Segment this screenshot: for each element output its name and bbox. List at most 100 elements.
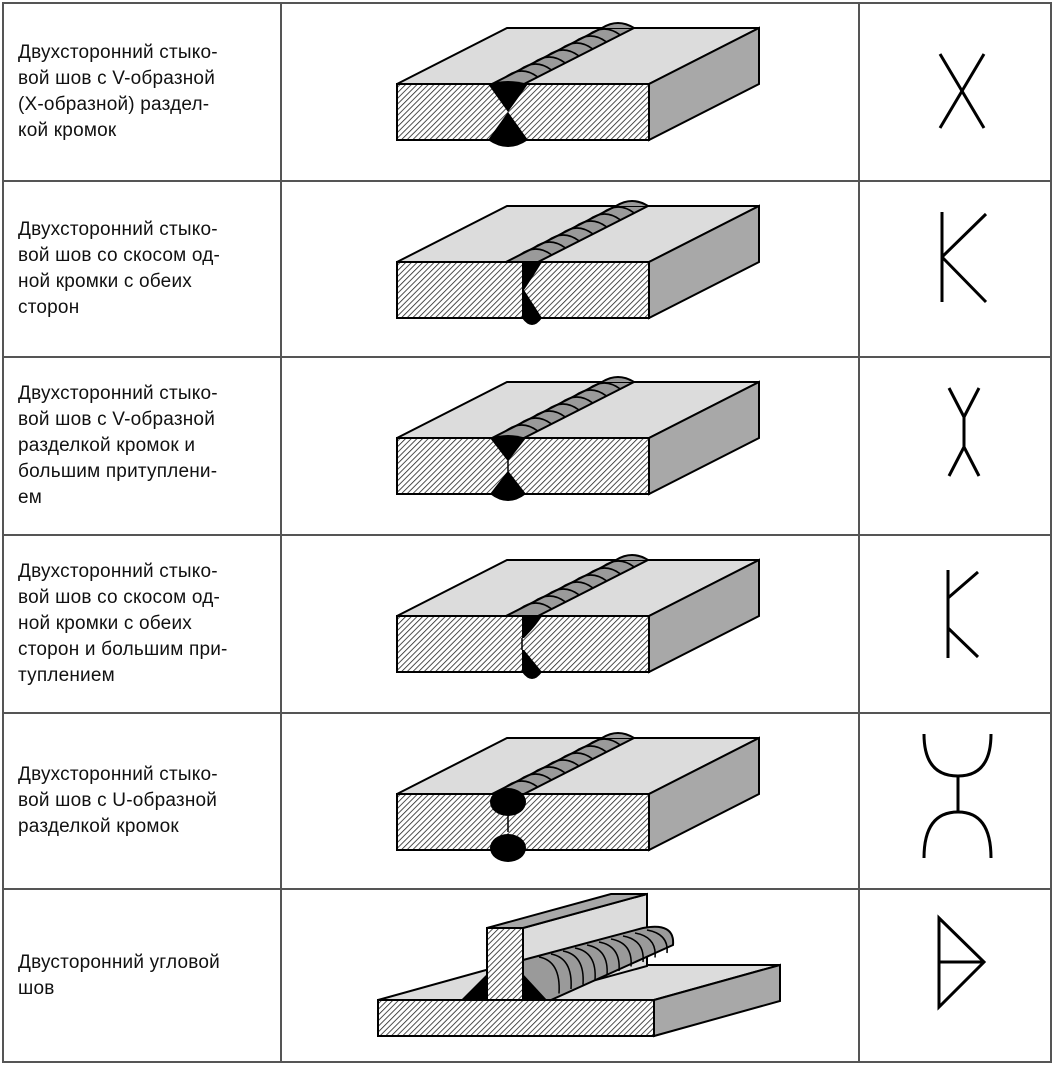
weld-ripple (622, 935, 644, 963)
weld-ripple (562, 950, 584, 985)
weld-description: Двухсторонний стыко- вой шов с V-образно… (18, 42, 218, 141)
weld-section-top (490, 788, 526, 816)
weld-section-bottom (488, 112, 528, 147)
table-row: Двусторонний угловой шов (4, 888, 1050, 1061)
description-cell: Двухсторонний стыко- вой шов с V-образно… (4, 358, 282, 534)
weld-ripple (546, 403, 580, 411)
weld-section-bottom (490, 834, 526, 862)
table-row: Двухсторонний стыко- вой шов со скосом о… (4, 180, 1050, 356)
weld-figure-x-groove (396, 22, 760, 147)
figure-cell (282, 890, 860, 1061)
k-groove-symbol-icon (940, 212, 988, 304)
weld-ripple (505, 780, 539, 788)
weld-description: Двухсторонний стыко- вой шов с U-образно… (18, 764, 218, 837)
weld-ripple (532, 410, 566, 418)
table-row: Двухсторонний стыко- вой шов со скосом о… (4, 534, 1050, 712)
symbol-cell (860, 358, 1050, 534)
weld-ripple (574, 35, 607, 43)
plate-cross-section (396, 437, 650, 495)
weld-ripple (574, 574, 608, 582)
table-row: Двухсторонний стыко- вой шов с V-образно… (4, 4, 1050, 180)
fillet-section-right (523, 974, 547, 1000)
weld-ripple (533, 241, 566, 249)
weld-description: Двухсторонний стыко- вой шов со скосом о… (18, 561, 228, 686)
description-cell: Двухсторонний стыко- вой шов с U-образно… (4, 714, 282, 888)
weld-ripple (519, 773, 552, 781)
double-y-groove-symbol-icon (947, 387, 981, 477)
weld-bead-end (601, 732, 635, 739)
weld-figure-u-groove (396, 732, 760, 862)
symbol-cell (860, 536, 1050, 712)
weld-description: Двухсторонний стыко- вой шов со скосом о… (18, 219, 221, 318)
description-cell: Двухсторонний стыко- вой шов с V-образно… (4, 4, 282, 180)
weld-ripple (519, 602, 553, 610)
symbol-cell (860, 890, 1050, 1061)
weld-section-top (522, 262, 542, 290)
weld-ripple (601, 560, 635, 568)
weld-figure-v-groove-broad-root (396, 376, 760, 501)
weld-bead-end (601, 376, 635, 383)
description-cell: Двухсторонний стыко- вой шов со скосом о… (4, 182, 282, 356)
weld-ripple (533, 595, 566, 603)
weld-ripple (505, 70, 539, 78)
figure-cell (282, 182, 860, 356)
weld-section-top (490, 435, 526, 460)
stem-plate-cross-section (486, 927, 524, 1001)
weld-ripple (519, 417, 552, 425)
weld-figure-fillet (377, 892, 781, 1038)
symbol-cell (860, 4, 1050, 180)
weld-ripple (532, 56, 566, 64)
weld-ripple (634, 932, 656, 958)
weld-ripple (560, 396, 594, 404)
weld-ripple (588, 567, 621, 575)
symbol-cell (860, 182, 1050, 356)
symbol-cell (860, 714, 1050, 888)
weld-ripple (505, 424, 539, 432)
figure-cell (282, 4, 860, 180)
weld-ripple (550, 953, 572, 990)
weld-section-top (488, 81, 528, 112)
weld-ripple (588, 213, 621, 221)
weld-ripple (560, 227, 594, 235)
weld-figure-k-groove-broad-root (396, 554, 760, 679)
weld-ripple (587, 738, 621, 746)
weld-ripple (587, 28, 621, 36)
fillet-section-left (461, 974, 487, 1000)
fillet-weld-bead (522, 925, 675, 1001)
weld-ripple (598, 941, 620, 972)
weld-figure-k-groove (396, 200, 760, 325)
weld-ripple (560, 752, 594, 760)
weld-section-bottom (490, 472, 526, 501)
table-row: Двухсторонний стыко- вой шов с U-образно… (4, 712, 1050, 888)
weld-ripple (560, 42, 594, 50)
table-row: Двухсторонний стыко- вой шов с V-образно… (4, 356, 1050, 534)
weld-ripple (546, 759, 580, 767)
weld-ripple (574, 220, 608, 228)
figure-cell (282, 536, 860, 712)
weld-section-top (522, 616, 542, 638)
weld-ripple (532, 766, 566, 774)
weld-ripple (560, 581, 594, 589)
weld-ripple (574, 389, 607, 397)
plate-cross-section (396, 83, 650, 141)
weld-ripple (546, 588, 580, 596)
figure-cell (282, 714, 860, 888)
weld-ripple (587, 382, 621, 390)
weld-ripple (546, 49, 580, 57)
description-cell: Двусторонний угловой шов (4, 890, 282, 1061)
weld-ripple (574, 745, 607, 753)
weld-ripple (519, 63, 552, 71)
weld-bead-end (615, 200, 649, 207)
weld-bead-end (615, 554, 649, 561)
double-bevel-broad-root-symbol-icon (946, 570, 980, 659)
weld-ripple (610, 938, 632, 967)
weld-ripple (538, 956, 560, 994)
double-fillet-symbol-icon (937, 914, 987, 1011)
weld-ripple (586, 944, 608, 976)
weld-bead-end (601, 22, 635, 29)
weld-ripple (601, 206, 635, 214)
weld-section-bottom (522, 290, 542, 325)
weld-ripple (574, 947, 596, 981)
description-cell: Двухсторонний стыко- вой шов со скосом о… (4, 536, 282, 712)
